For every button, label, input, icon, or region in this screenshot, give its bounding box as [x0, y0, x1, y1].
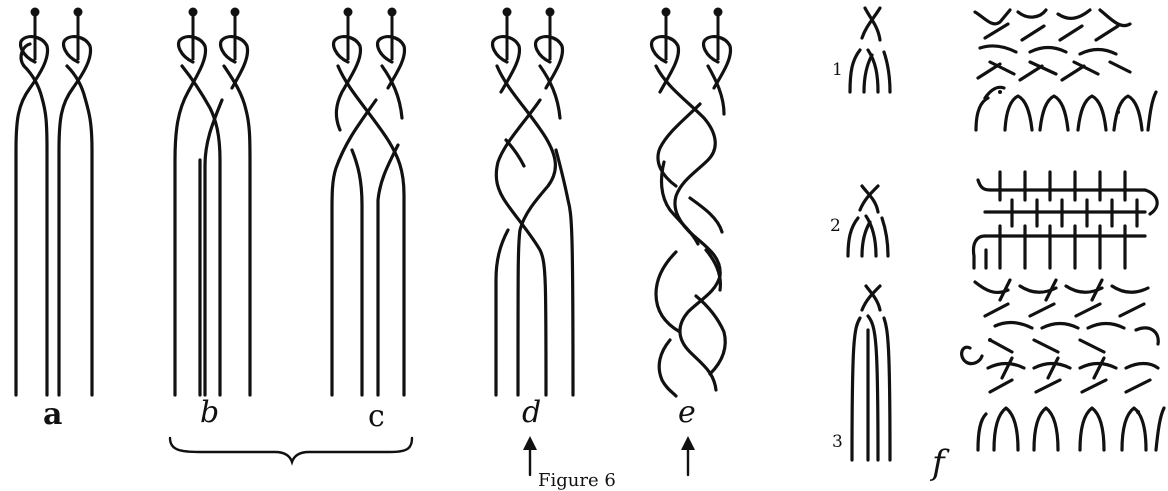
- panel-f-small-2: [848, 186, 888, 256]
- label-f-3: 3: [832, 434, 843, 451]
- panel-f-small-3: [852, 286, 890, 460]
- label-a: a: [43, 400, 62, 430]
- panel-f-weave-1: [975, 10, 1156, 130]
- panel-b: [175, 8, 250, 396]
- panel-a: [16, 8, 92, 396]
- label-d: d: [522, 398, 541, 428]
- label-f-1: 1: [832, 62, 843, 79]
- label-f: f: [932, 446, 945, 480]
- panel-f-small-1: [850, 8, 890, 92]
- label-c: c: [368, 402, 385, 432]
- brace: [170, 438, 412, 462]
- panel-f-weave-2: [973, 172, 1157, 268]
- label-b: b: [200, 398, 219, 428]
- figure-caption: Figure 6: [538, 472, 616, 490]
- panel-f-weave-3: [962, 280, 1164, 450]
- label-e: e: [678, 398, 696, 428]
- label-f-2: 2: [830, 218, 841, 235]
- panel-c: [332, 8, 405, 396]
